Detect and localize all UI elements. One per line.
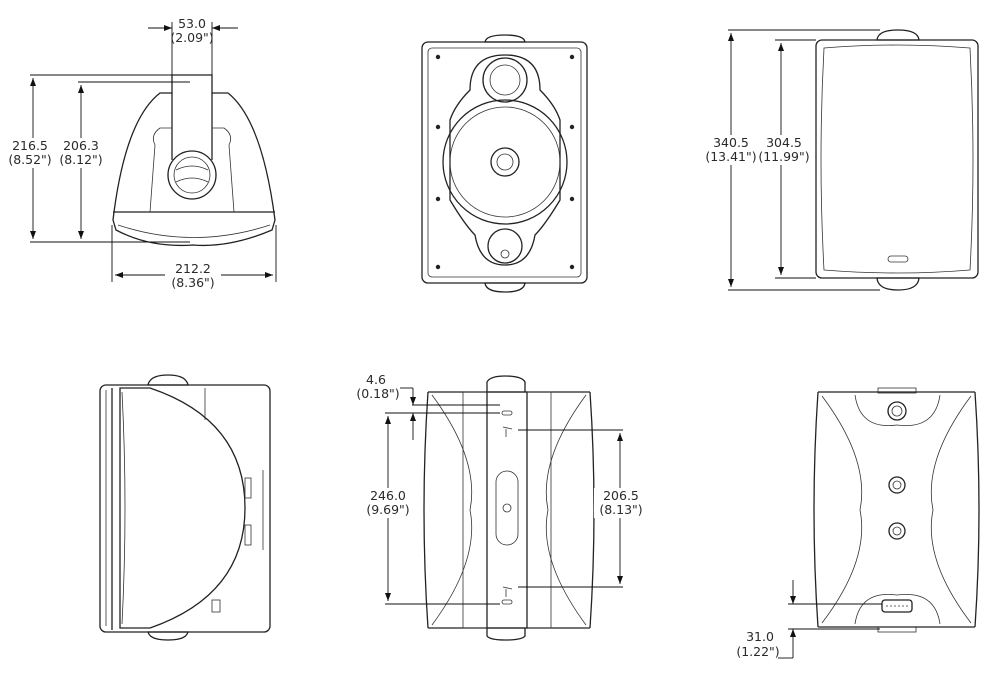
dim-label: 340.5 — [713, 135, 749, 150]
dim-label: 206.5 — [603, 488, 639, 503]
dim-label: (8.36") — [171, 275, 214, 290]
dim-label: (8.12") — [59, 152, 102, 167]
dim-label: 31.0 — [746, 629, 774, 644]
side-view — [99, 374, 271, 641]
dim-label: 216.5 — [12, 138, 48, 153]
dim-label: 212.2 — [175, 261, 211, 276]
dim-label: (8.13") — [599, 502, 642, 517]
top-view: 53.0 (2.09") 216.5 (8.52") 206.3 (8.12")… — [2, 16, 277, 290]
dim-label: (13.41") — [705, 149, 756, 164]
dim-label: (11.99") — [758, 149, 809, 164]
dim-label: 304.5 — [766, 135, 802, 150]
back-view: 4.6 (0.18") 246.0 (9.69") 206.5 (8.13") — [356, 372, 646, 641]
dim-label: 53.0 — [178, 16, 206, 31]
rear-view-terminal: 31.0 (1.22") — [736, 387, 980, 659]
dim-label: (9.69") — [366, 502, 409, 517]
dim-label: (2.09") — [170, 30, 213, 45]
dim-label: 4.6 — [366, 372, 386, 387]
dim-label: 246.0 — [370, 488, 406, 503]
dim-label: (1.22") — [736, 644, 779, 659]
front-view-grille: 340.5 (13.41") 304.5 (11.99") — [704, 29, 979, 291]
dim-label: (0.18") — [356, 386, 399, 401]
front-view-driver — [421, 34, 588, 293]
dim-label: (8.52") — [8, 152, 51, 167]
dim-label: 206.3 — [63, 138, 99, 153]
